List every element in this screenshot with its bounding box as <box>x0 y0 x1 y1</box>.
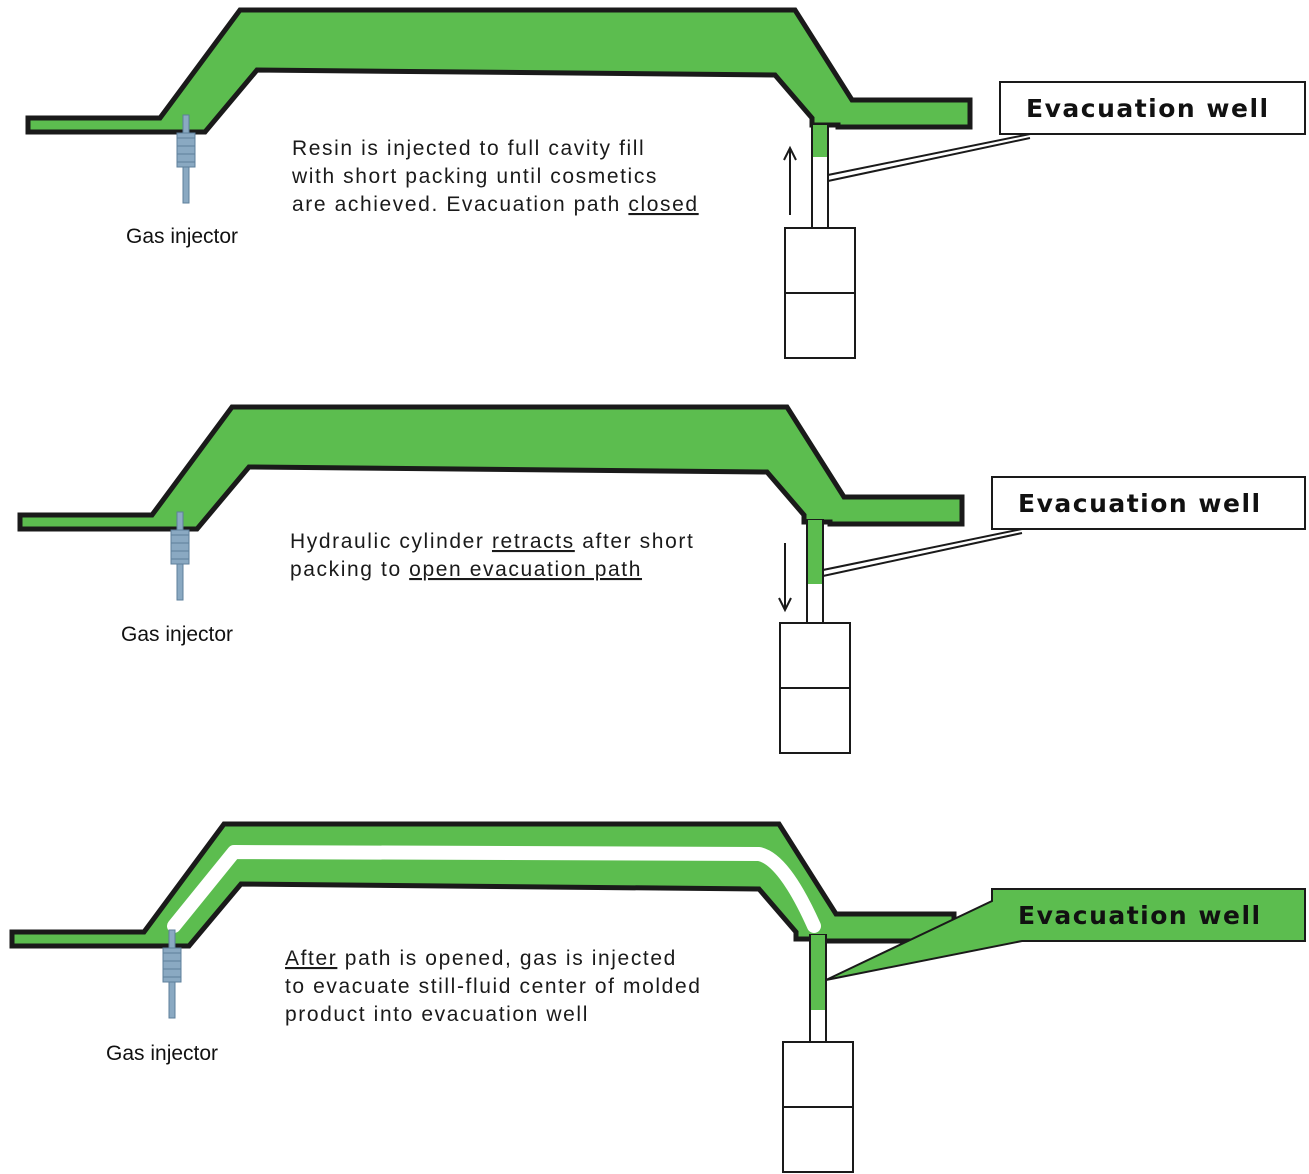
caption-line: packing to open evacuation path <box>290 558 642 581</box>
callout-box <box>999 81 1306 135</box>
gas-injector-body <box>176 132 196 168</box>
gas-injector-body <box>170 529 190 565</box>
caption-underlined-text: After <box>285 947 337 970</box>
caption-line: Resin is injected to full cavity fill <box>292 137 645 160</box>
callout-label: Evacuation well <box>1018 489 1262 518</box>
caption-text: product into evacuation well <box>285 1003 589 1026</box>
caption-underlined-text: open evacuation path <box>409 558 642 581</box>
caption-text: with short packing until cosmetics <box>291 165 658 188</box>
caption-line: After path is opened, gas is injected <box>285 947 677 970</box>
caption-text: path is opened, gas is injected <box>337 947 677 970</box>
caption-line: with short packing until cosmetics <box>291 165 658 188</box>
caption-text: after short <box>575 530 695 553</box>
gas-injector-label: Gas injector <box>121 623 233 646</box>
evacuation-stem-resin <box>811 935 825 1010</box>
caption-underlined-text: retracts <box>492 530 575 553</box>
caption-line: are achieved. Evacuation path closed <box>292 193 699 216</box>
arrow-up-icon <box>783 145 797 161</box>
gas-injector-body <box>162 947 182 983</box>
caption-text: packing to <box>290 558 409 581</box>
evacuation-stem-resin <box>808 520 822 584</box>
callout-label: Evacuation well <box>1026 94 1270 123</box>
caption-underlined-text: closed <box>628 193 698 216</box>
caption-text: Resin is injected to full cavity fill <box>292 137 645 160</box>
caption-text: Hydraulic cylinder <box>290 530 492 553</box>
gas-channel <box>167 845 821 933</box>
callout-box <box>825 888 1306 981</box>
caption-line: product into evacuation well <box>285 1003 589 1026</box>
molded-part <box>17 404 965 532</box>
callout-label: Evacuation well <box>1018 901 1262 930</box>
evacuation-stem-resin <box>813 125 827 157</box>
gas-injector-label: Gas injector <box>126 225 238 248</box>
caption-text: to evacuate still-fluid center of molded <box>285 975 702 998</box>
caption-line: to evacuate still-fluid center of molded <box>285 975 702 998</box>
gas-injector-label: Gas injector <box>106 1042 218 1065</box>
caption-text: are achieved. Evacuation path <box>292 193 628 216</box>
caption-line: Hydraulic cylinder retracts after short <box>290 530 694 553</box>
callout-box <box>991 476 1306 530</box>
molded-part <box>25 7 973 135</box>
arrow-down-icon <box>778 597 792 613</box>
